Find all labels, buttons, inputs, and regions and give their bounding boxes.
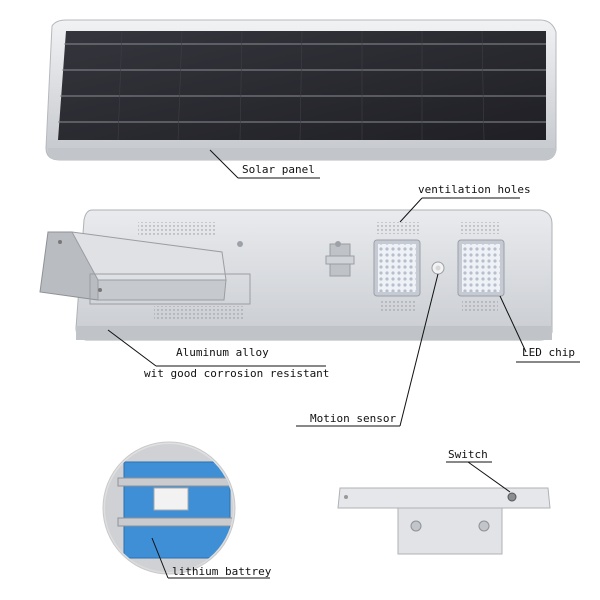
led-chip-module-2: [462, 244, 500, 292]
mounting-bracket: [39, 231, 251, 305]
label-corrosion-resistant: wit good corrosion resistant: [144, 367, 330, 380]
led-chip-module-1: [378, 244, 416, 292]
battery-closeup: [102, 441, 236, 575]
battery-label-sticker: [153, 487, 189, 511]
label-led-chip: LED chip: [522, 346, 575, 359]
switch-bracket: [337, 487, 551, 555]
label-aluminum-alloy: Aluminum alloy: [176, 346, 269, 359]
panel-cell-grid: [58, 43, 546, 123]
label-switch: Switch: [448, 448, 488, 461]
lamp-body: [75, 209, 553, 341]
switch-knob: [507, 492, 517, 502]
solar-panel: [45, 19, 557, 161]
label-solar-panel: Solar panel: [242, 163, 315, 176]
callout-leader-lines: [107, 149, 580, 579]
label-ventilation-holes: ventilation holes: [418, 183, 531, 196]
ventilation-holes-left: [138, 222, 216, 236]
ventilation-holes-top: [376, 222, 420, 234]
label-motion-sensor: Motion sensor: [310, 412, 397, 425]
label-lithium-battery: lithium battrey: [172, 565, 272, 578]
